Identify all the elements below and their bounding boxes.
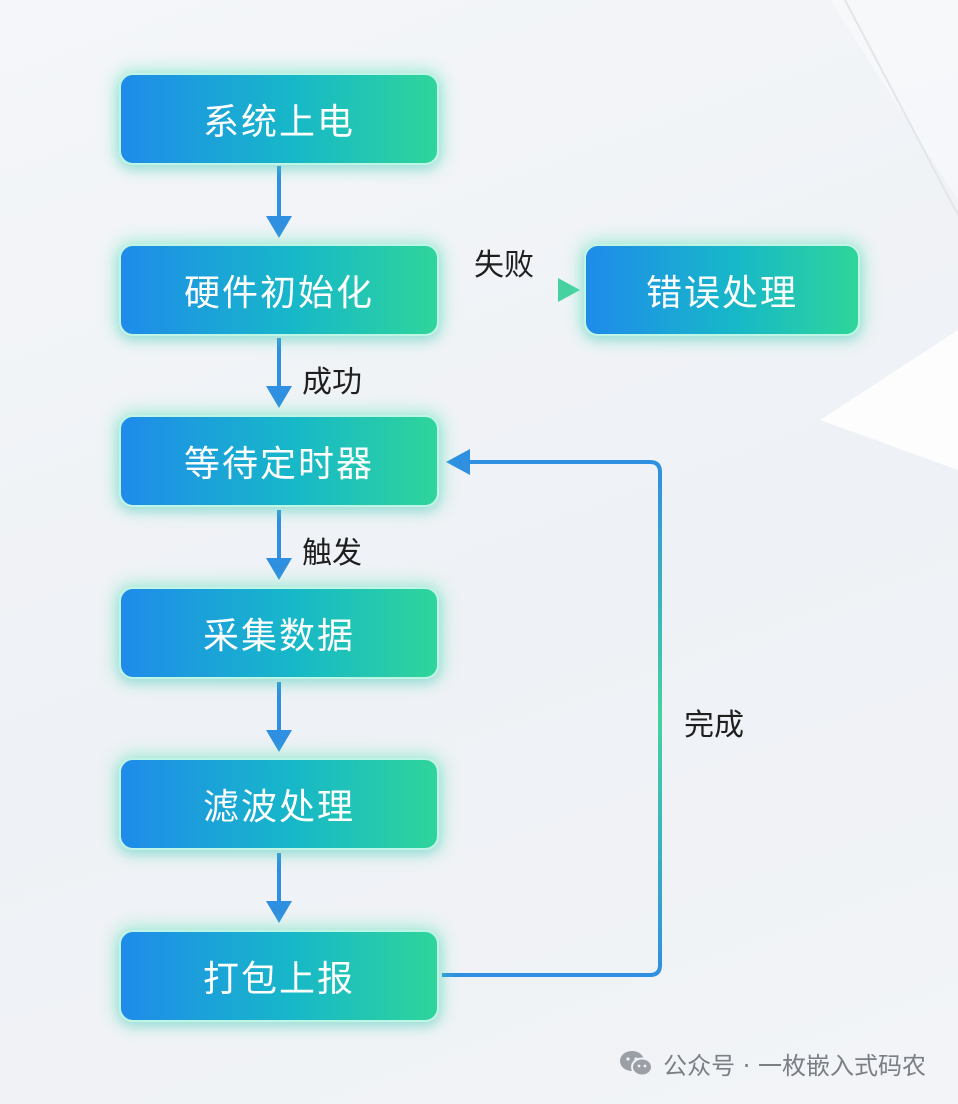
node-collect-data: 采集数据 [119, 587, 439, 679]
wechat-icon [619, 1050, 654, 1078]
edge-label-trigger: 触发 [302, 536, 362, 571]
watermark-text: 公众号 · 一枚嵌入式码农 [663, 1052, 926, 1080]
watermark: 公众号 · 一枚嵌入式码农 [619, 1046, 926, 1081]
edge-label-fail: 失败 [474, 248, 534, 283]
node-power-on: 系统上电 [119, 73, 439, 165]
edge-label-success: 成功 [302, 365, 362, 400]
node-error-handling: 错误处理 [584, 244, 860, 336]
node-filter-process: 滤波处理 [119, 758, 439, 850]
node-pack-report: 打包上报 [119, 930, 439, 1022]
edge-label-done: 完成 [684, 708, 744, 743]
node-wait-timer: 等待定时器 [119, 415, 439, 507]
node-hardware-init: 硬件初始化 [119, 244, 439, 336]
